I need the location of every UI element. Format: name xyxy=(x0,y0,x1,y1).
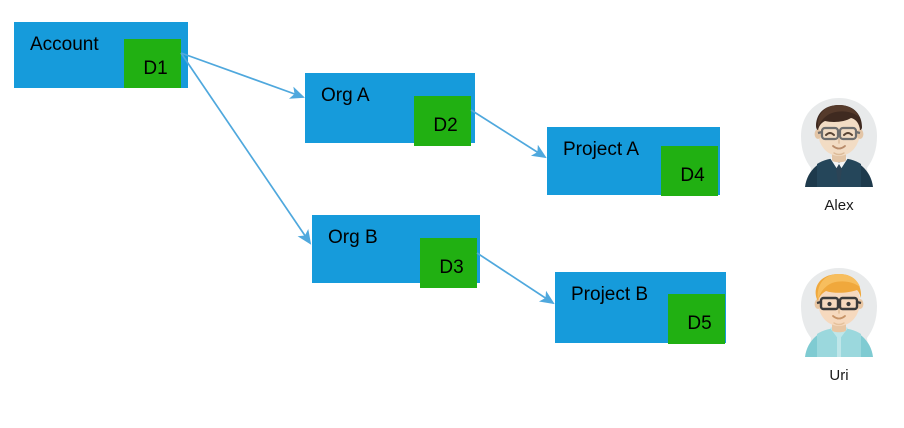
edge-account-to-org-b xyxy=(180,52,312,245)
badge-d1-label: D1 xyxy=(143,57,168,79)
node-org-b-label: Org B xyxy=(328,227,378,248)
person-alex[interactable]: Alex xyxy=(784,92,894,215)
badge-d5[interactable]: D5 xyxy=(668,294,725,344)
edge-org-a-to-project-a xyxy=(470,109,547,159)
avatar-uri xyxy=(789,262,889,362)
badge-d5-label: D5 xyxy=(687,313,712,334)
person-alex-name: Alex xyxy=(824,197,854,214)
badge-d3-label: D3 xyxy=(439,257,464,278)
edge-org-b-to-project-b xyxy=(476,252,555,305)
edge-account-to-org-a xyxy=(180,52,305,99)
badge-d3[interactable]: D3 xyxy=(420,238,477,288)
node-project-b-label: Project B xyxy=(571,284,649,305)
person-uri[interactable]: Uri xyxy=(784,262,894,385)
badge-d4[interactable]: D4 xyxy=(661,146,718,196)
badge-d4-label: D4 xyxy=(680,165,705,186)
node-account-label: Account xyxy=(30,34,99,55)
badge-d2-label: D2 xyxy=(433,115,458,136)
node-project-a-label: Project A xyxy=(563,139,640,160)
person-uri-name: Uri xyxy=(829,367,849,384)
avatar-alex xyxy=(789,92,889,192)
badge-d1[interactable]: D1 xyxy=(124,39,181,88)
node-org-a-label: Org A xyxy=(321,85,370,106)
badge-d2[interactable]: D2 xyxy=(414,96,471,146)
